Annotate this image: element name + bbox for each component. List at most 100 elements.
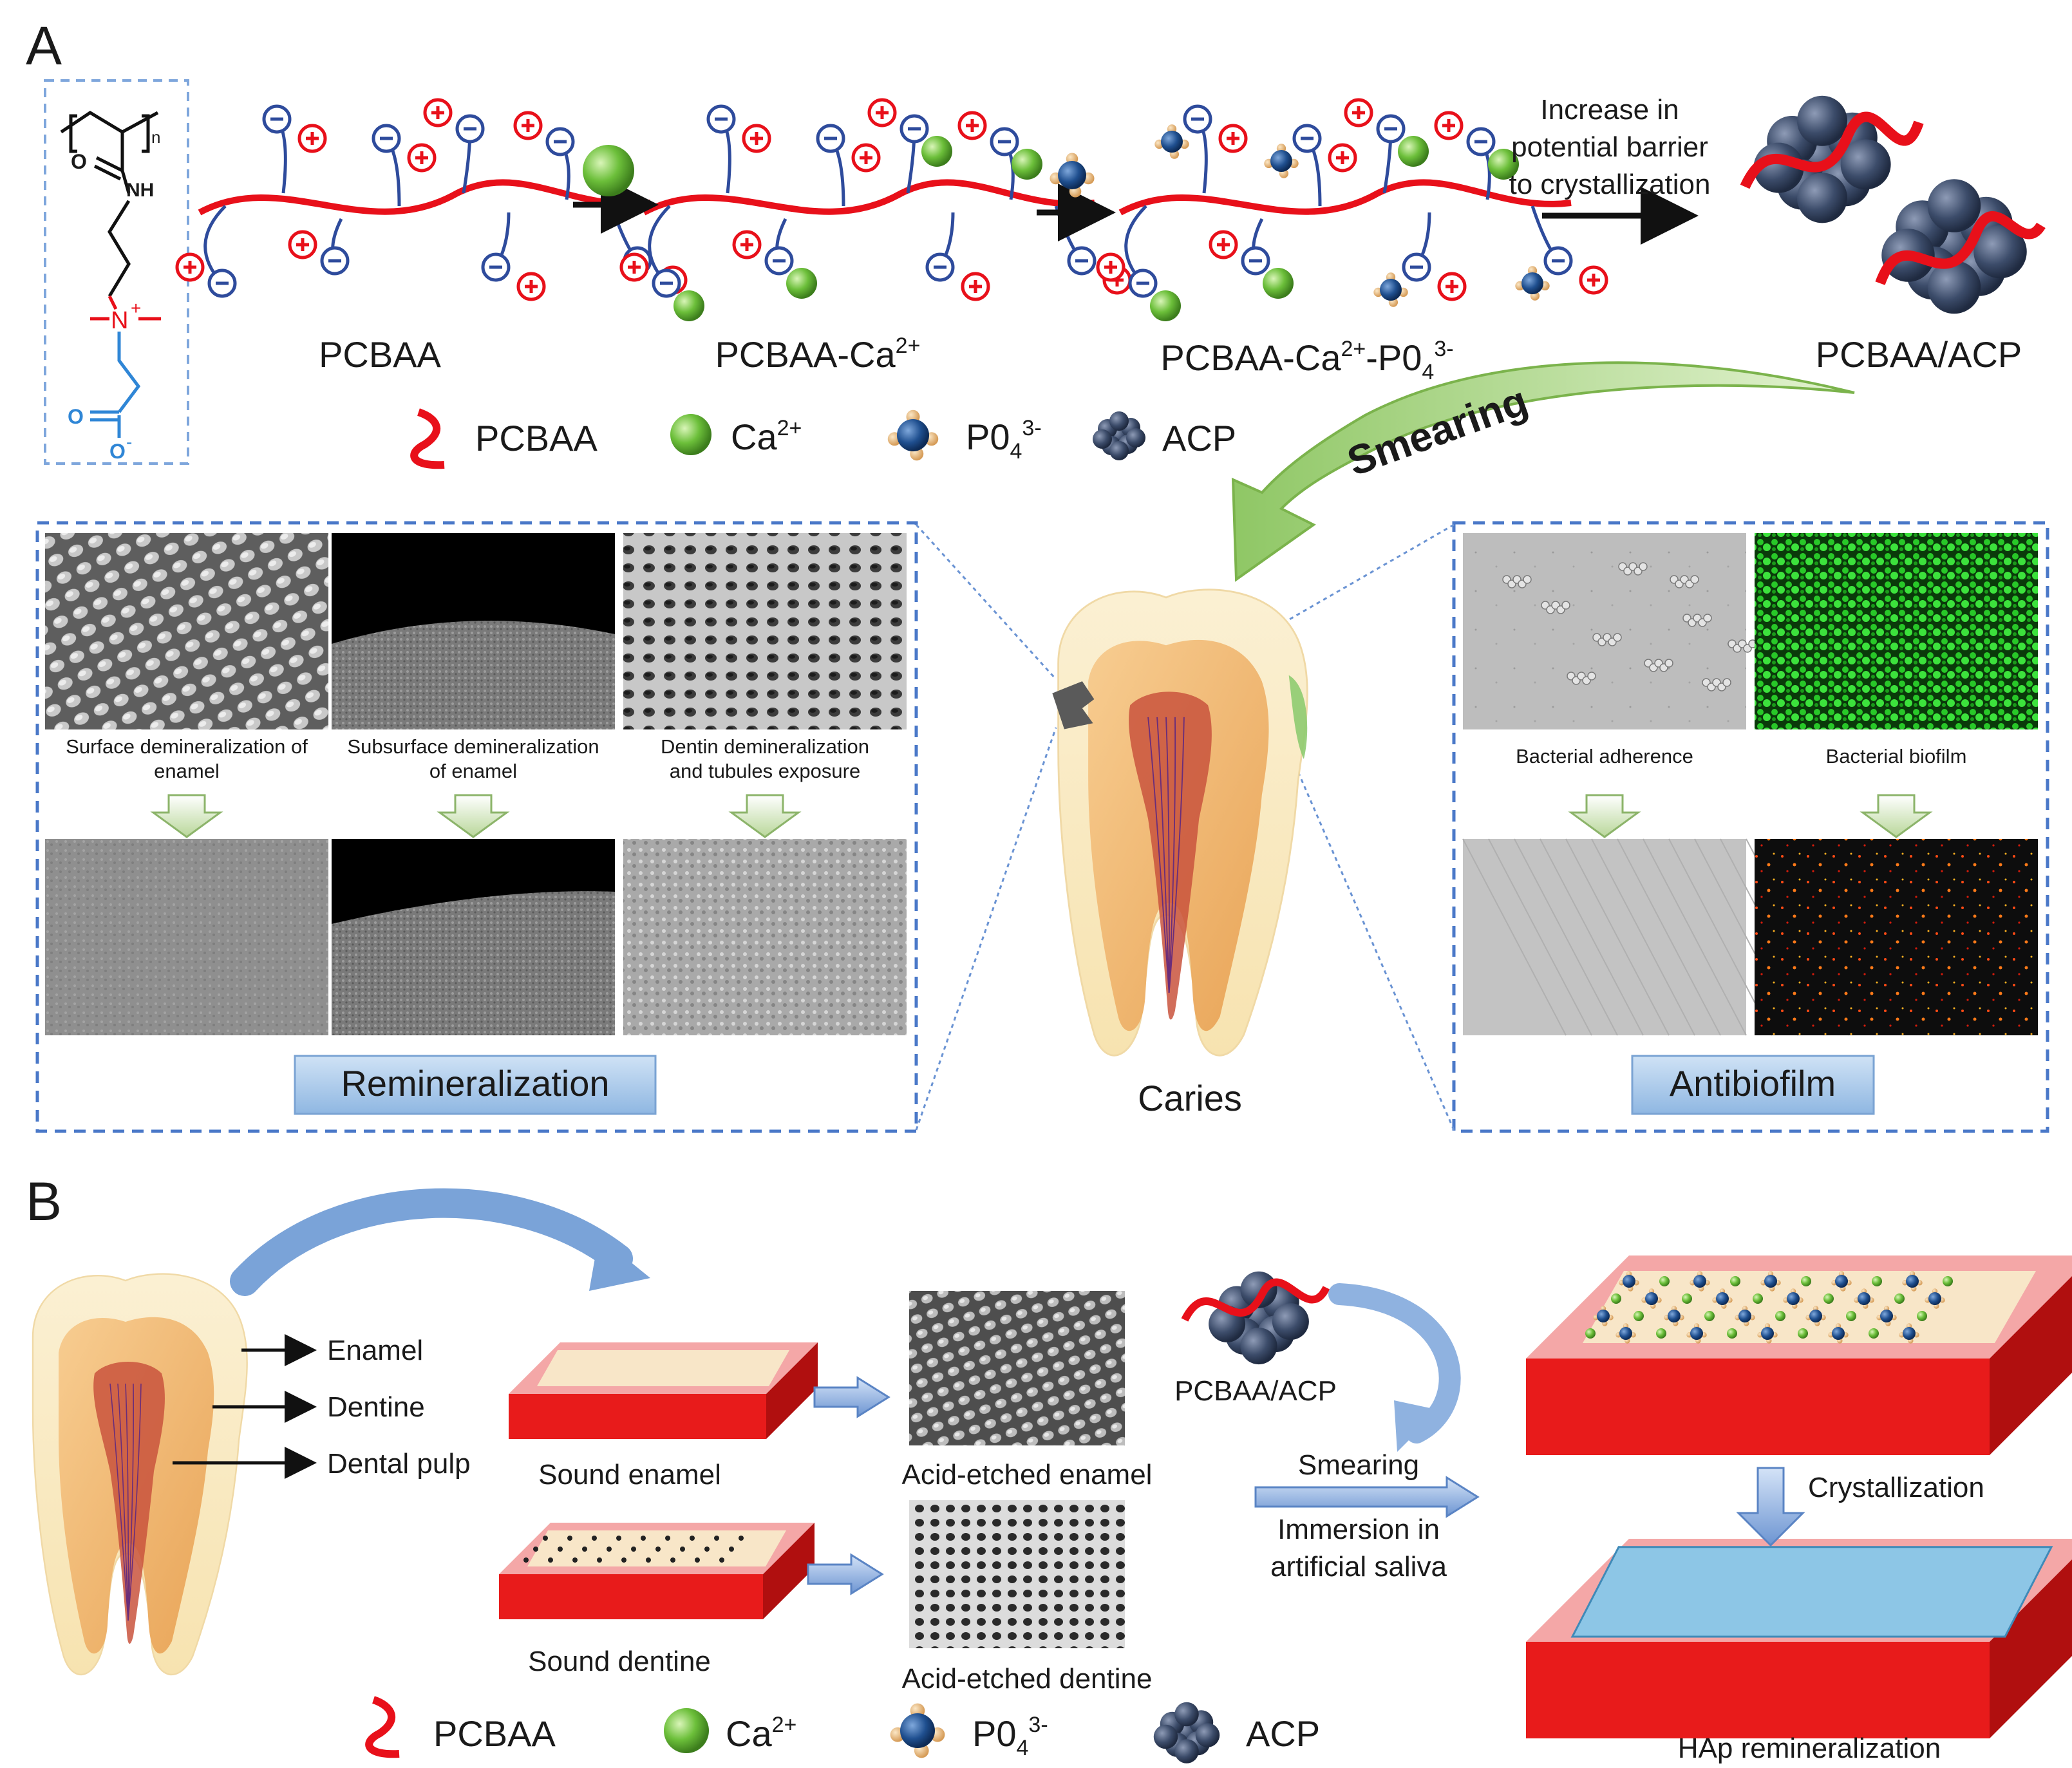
surface-calcium bbox=[1585, 1328, 1596, 1339]
nerve-vessel bbox=[109, 1383, 129, 1621]
acp-sphere bbox=[1973, 225, 2027, 279]
phosphorus-atom bbox=[1619, 1327, 1632, 1340]
stage-pcbaa-ca-label: PCBAA-Ca2+ bbox=[715, 334, 921, 375]
surface-streak bbox=[1643, 838, 1747, 1036]
acp-sphere bbox=[1797, 173, 1847, 223]
anion-charge bbox=[1543, 246, 1573, 276]
anion-charge bbox=[652, 268, 681, 298]
down-arrow bbox=[437, 794, 510, 838]
sem-subsurface-before-surface bbox=[332, 621, 615, 729]
surface-calcium bbox=[1869, 1328, 1879, 1339]
acid-etched-dentine-image bbox=[909, 1500, 1125, 1648]
block-front bbox=[499, 1574, 763, 1619]
phosphate-ion bbox=[1264, 144, 1299, 178]
dentine-label: Dentine bbox=[327, 1391, 425, 1423]
tooth-shape bbox=[32, 1273, 248, 1676]
phosphorus-atom bbox=[897, 419, 929, 451]
curved-arrow-smear-head bbox=[1394, 1400, 1439, 1452]
acp-cluster bbox=[1753, 95, 1891, 223]
nerve-vessel bbox=[127, 1383, 142, 1621]
remin-caption-0-1: enamel bbox=[154, 760, 220, 782]
sem-bacterial-adherence bbox=[1463, 533, 1746, 729]
stage-pcbaa-ca-po4-label: PCBAA-Ca2+-P043- bbox=[1160, 337, 1453, 384]
antibiofilm-title-box bbox=[1631, 1055, 1875, 1115]
barrier-text-1: Increase in bbox=[1540, 94, 1679, 126]
anion-charge bbox=[1402, 252, 1431, 282]
sem-subsurface-after-surface bbox=[332, 891, 615, 1035]
bacterium bbox=[1613, 633, 1622, 642]
phosphorus-atom bbox=[1832, 1327, 1845, 1340]
cation-charge bbox=[297, 124, 327, 153]
acp-sphere bbox=[1927, 260, 1981, 314]
bound-calcium bbox=[1398, 136, 1429, 167]
legend-b-pcbaa-icon bbox=[365, 1696, 400, 1758]
cation-charge bbox=[407, 143, 437, 173]
acp-sphere bbox=[1240, 1271, 1277, 1308]
connector-bottom-right bbox=[1293, 762, 1455, 1131]
tubule-dot bbox=[670, 1557, 675, 1563]
carboxylate-label: O bbox=[109, 440, 126, 463]
bound-calcium bbox=[1150, 290, 1181, 321]
anion-charge bbox=[1241, 246, 1270, 276]
phosphorus-atom bbox=[1903, 1327, 1916, 1340]
phosphorus-atom bbox=[1835, 1275, 1848, 1288]
wrapped-polymer bbox=[1181, 1278, 1330, 1322]
tubule-dot bbox=[582, 1547, 587, 1552]
acp-sphere bbox=[1840, 139, 1891, 190]
cation-charge bbox=[1096, 252, 1125, 282]
legend-phosphate-icon bbox=[887, 409, 939, 461]
tubule-dot bbox=[616, 1536, 621, 1541]
polymer-backbone bbox=[198, 179, 651, 216]
carboxy-chain bbox=[117, 332, 141, 413]
surface-calcium bbox=[1730, 1276, 1740, 1286]
repeat-n: n bbox=[151, 127, 160, 147]
hap-layer bbox=[1570, 1546, 2053, 1638]
acp-sphere bbox=[1153, 1724, 1178, 1749]
sound-enamel-label: Sound enamel bbox=[538, 1459, 721, 1491]
caries-label: Caries bbox=[1138, 1078, 1242, 1118]
polymer-backbone bbox=[642, 179, 1095, 216]
acp-cluster bbox=[1209, 1271, 1309, 1365]
tubule-dot bbox=[729, 1547, 734, 1552]
carboxylate-charge: - bbox=[126, 432, 132, 452]
curved-arrow-to-samples bbox=[230, 1188, 633, 1296]
phosphate-ion bbox=[1757, 1323, 1778, 1344]
phosphorus-atom bbox=[1716, 1292, 1729, 1305]
legend-acp-label: ACP bbox=[1162, 418, 1236, 458]
phosphorus-atom bbox=[1809, 1310, 1822, 1322]
block-side bbox=[763, 1523, 815, 1619]
crystallization-label: Crystallization bbox=[1808, 1472, 1984, 1503]
tubule-dot bbox=[607, 1547, 612, 1552]
phosphorus-atom bbox=[1597, 1310, 1610, 1322]
n-bond bbox=[108, 295, 118, 310]
phosphate-reagent bbox=[1050, 153, 1095, 198]
phosphate-ion bbox=[1783, 1288, 1804, 1309]
pcbaa-acp-label: PCBAA/ACP bbox=[1174, 1375, 1337, 1407]
remineralization-images: Surface demineralization ofenamelSubsurf… bbox=[45, 533, 907, 1035]
phosphate-ion bbox=[1831, 1271, 1852, 1292]
bound-calcium bbox=[921, 136, 952, 167]
surface-calcium bbox=[1872, 1276, 1882, 1286]
phosphorus-atom bbox=[1058, 161, 1086, 189]
wrapped-polymer bbox=[1740, 111, 1924, 189]
block-side bbox=[766, 1342, 818, 1439]
anion-charge bbox=[899, 114, 929, 144]
cation-charge bbox=[1328, 143, 1357, 173]
acp-sphere bbox=[1109, 441, 1129, 460]
acp-cluster bbox=[1881, 179, 2027, 314]
sem-before-0 bbox=[45, 533, 328, 729]
phosphate-ion bbox=[1760, 1271, 1781, 1292]
block-front bbox=[1526, 1359, 1990, 1455]
legend-b-calcium-icon bbox=[664, 1708, 709, 1753]
phosphate-ion bbox=[1690, 1271, 1710, 1292]
legend-b-phosphate-icon bbox=[890, 1703, 945, 1758]
phosphate-ion bbox=[1828, 1323, 1849, 1344]
remin-caption-1-1: of enamel bbox=[429, 760, 517, 782]
anion-charge bbox=[320, 246, 350, 276]
block-side bbox=[1990, 1559, 2072, 1738]
cation-charge bbox=[1344, 98, 1373, 127]
anion-charge bbox=[764, 246, 794, 276]
remin-caption-2-1: and tubules exposure bbox=[670, 760, 860, 782]
oxygen-label: O bbox=[71, 150, 87, 173]
cation-charge bbox=[288, 230, 317, 259]
